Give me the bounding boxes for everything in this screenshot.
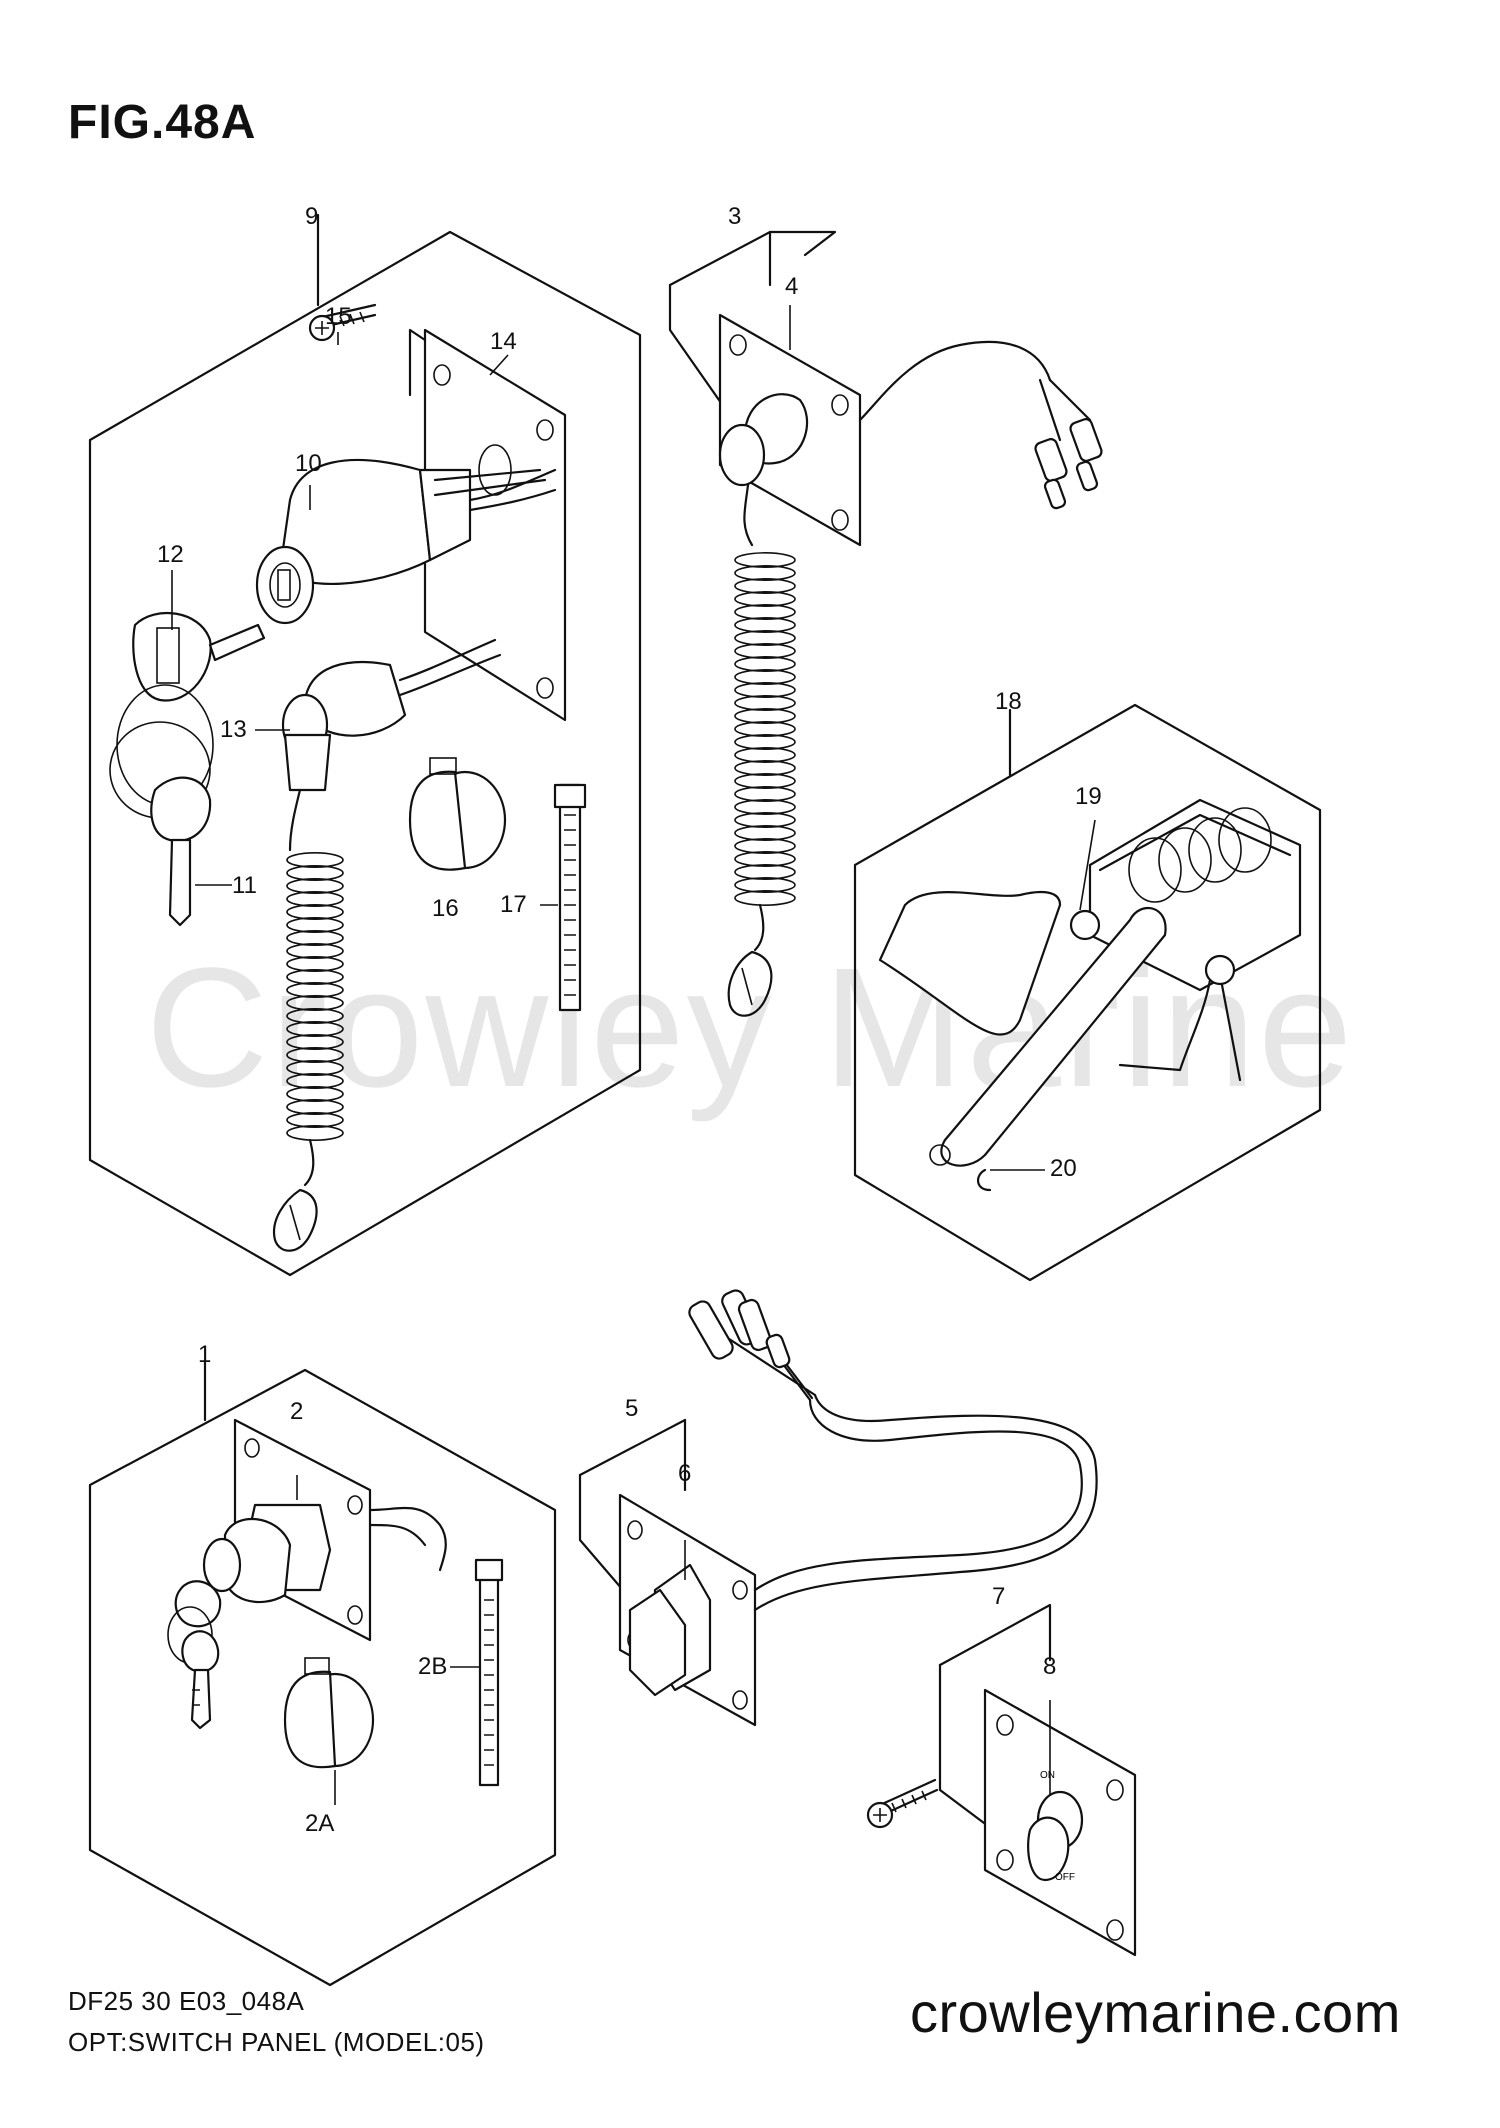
switch-on-marking: ON xyxy=(1040,1770,1055,1781)
key-switch-10 xyxy=(255,444,557,625)
callout-13: 13 xyxy=(220,716,247,743)
callout-10: 10 xyxy=(295,450,322,477)
key-2-ring xyxy=(167,1580,222,1730)
lanyard-coil-3 xyxy=(734,552,796,906)
key-switch-2 xyxy=(202,1418,447,1642)
callout-7: 7 xyxy=(992,1583,1006,1610)
lever-19 xyxy=(878,798,1302,1192)
key-12-ring-11 xyxy=(109,611,266,927)
figure-title: FIG.48A xyxy=(68,96,257,149)
screw-15 xyxy=(308,303,377,342)
callout-8: 8 xyxy=(1043,1653,1057,1680)
callout-15: 15 xyxy=(325,303,352,330)
diagram-description: OPT:SWITCH PANEL (MODEL:05) xyxy=(68,2027,485,2057)
toggle-switch-8 xyxy=(983,1688,1137,1957)
callout-12: 12 xyxy=(157,541,184,568)
callout-6: 6 xyxy=(678,1460,692,1487)
leader-lines xyxy=(171,305,1096,1805)
callout-3: 3 xyxy=(728,203,742,230)
cable-tie-2B xyxy=(474,1558,504,1787)
callout-17: 17 xyxy=(500,891,527,918)
callout-9: 9 xyxy=(305,203,319,230)
switch-off-marking: OFF xyxy=(1055,1872,1075,1883)
callout-4: 4 xyxy=(785,273,799,300)
callout-16: 16 xyxy=(432,895,459,922)
callout-19: 19 xyxy=(1075,783,1102,810)
cap-16 xyxy=(408,757,507,871)
panel-plate-4 xyxy=(718,313,1103,547)
website-link[interactable]: crowleymarine.com xyxy=(910,1981,1401,2044)
lanyard-clip-3 xyxy=(727,483,773,1017)
callout-11: 11 xyxy=(232,872,257,899)
wire-harness-5 xyxy=(688,1289,1098,1612)
callout-20: 20 xyxy=(1050,1155,1077,1182)
group-9-box xyxy=(88,213,642,1277)
callout-18: 18 xyxy=(995,688,1022,715)
group-1-box xyxy=(88,1358,557,1987)
group-3-box xyxy=(668,230,837,432)
lanyard-coil-13 xyxy=(286,852,344,1141)
screw-7 xyxy=(866,1778,939,1829)
callout-2: 2 xyxy=(290,1398,304,1425)
push-switch-6 xyxy=(618,1493,757,1727)
callout-1: 1 xyxy=(198,1341,212,1368)
stop-switch-13 xyxy=(281,638,502,852)
callout-5: 5 xyxy=(625,1395,639,1422)
callout-14: 14 xyxy=(490,328,517,355)
cap-2A xyxy=(283,1657,375,1769)
group-18-box xyxy=(853,703,1322,1282)
callout-2B: 2B xyxy=(418,1653,448,1680)
cable-tie-17 xyxy=(553,783,587,1012)
diagram-code: DF25 30 E03_048A xyxy=(68,1986,305,2016)
callout-2A: 2A xyxy=(305,1810,335,1837)
lanyard-clip-13 xyxy=(272,1138,318,1252)
